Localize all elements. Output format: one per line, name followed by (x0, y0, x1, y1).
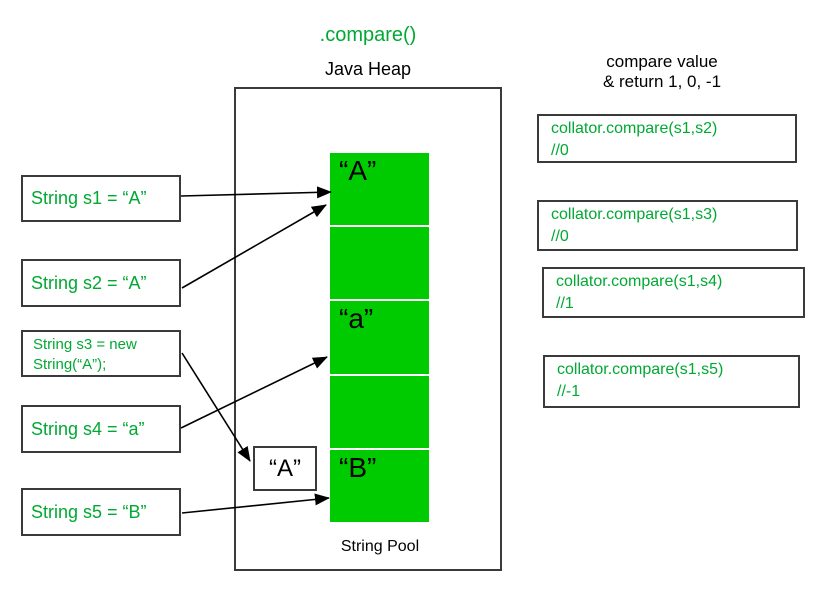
variable-box-s5: String s5 = “B” (21, 488, 181, 536)
pool-cell-empty-1 (330, 227, 429, 300)
java-heap-label: Java Heap (324, 59, 412, 79)
compare-code-2: collator.compare(s1,s3) (551, 206, 718, 223)
variable-box-s3: String s3 = new String(“A”); (21, 330, 181, 377)
pool-cell-a-lower: “a” (330, 301, 429, 374)
variable-box-s1: String s1 = “A” (21, 175, 181, 222)
variable-box-s4: String s4 = “a” (21, 405, 181, 453)
compare-box-s1-s3: collator.compare(s1,s3) //0 (537, 200, 798, 251)
variable-s1-label: String s1 = “A” (31, 188, 147, 208)
compare-result-4: //-1 (557, 383, 581, 400)
variable-s3-line1: String s3 = new (33, 336, 137, 353)
compare-box-s1-s5: collator.compare(s1,s5) //-1 (543, 355, 800, 408)
pool-cell-empty-2 (330, 375, 429, 448)
string-pool: “A” “a” “B” (330, 153, 429, 523)
string-pool-label: String Pool (340, 538, 420, 555)
compare-box-s1-s4: collator.compare(s1,s4) //1 (542, 267, 805, 318)
compare-code-1: collator.compare(s1,s2) (551, 120, 718, 137)
compare-result-1: //0 (551, 142, 569, 159)
page-title: .compare() (319, 24, 417, 46)
variable-s5-label: String s5 = “B” (31, 501, 147, 522)
pool-cell-a-upper: “A” (330, 153, 429, 226)
compare-header-line1: compare value (606, 52, 718, 71)
compare-box-s1-s2: collator.compare(s1,s2) //0 (537, 114, 797, 163)
heap-object-box: “A” (253, 446, 317, 491)
compare-code-4: collator.compare(s1,s5) (557, 361, 724, 378)
compare-header-line2: & return 1, 0, -1 (602, 72, 722, 91)
compare-header: compare value & return 1, 0, -1 (532, 52, 792, 92)
variable-s3-line2: String(“A”); (33, 356, 107, 373)
heap-object-value: “A” (269, 454, 301, 482)
compare-result-3: //1 (556, 295, 574, 312)
compare-code-3: collator.compare(s1,s4) (556, 273, 723, 290)
variable-box-s2: String s2 = “A” (21, 259, 181, 307)
compare-result-2: //0 (551, 228, 569, 245)
variable-s2-label: String s2 = “A” (31, 272, 147, 293)
variable-s4-label: String s4 = “a” (31, 418, 145, 439)
pool-cell-b: “B” (330, 449, 429, 523)
